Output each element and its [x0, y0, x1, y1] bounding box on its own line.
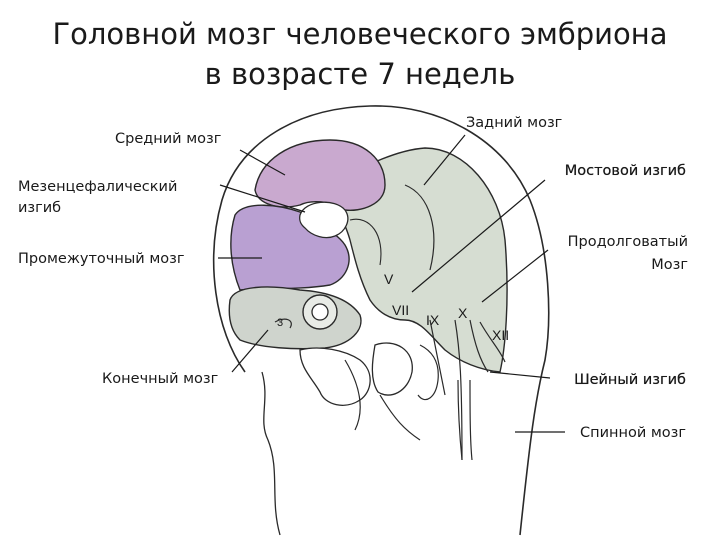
leader-telencephalon: [231, 329, 269, 373]
telencephalon-region: [228, 286, 362, 350]
label-diencephalon: Промежуточный мозг: [18, 251, 185, 267]
lower-contour: [344, 359, 421, 441]
label-pontine-flexure: Мостовой изгиб: [564, 163, 686, 179]
label-cervical-flexure: Шейный изгиб: [574, 372, 686, 388]
leader-midbrain: [239, 149, 286, 176]
title-line-2: в возрасте 7 недель: [204, 57, 516, 91]
nerve-fibers: [429, 319, 506, 461]
title-line-1: Головной мозг человеческого эмбриона: [52, 17, 668, 51]
leader-medulla: [481, 249, 549, 303]
leader-pontine-flexure: [411, 179, 546, 293]
hindbrain-fold-2: [349, 218, 382, 266]
nerve-vii-label: VII: [392, 302, 409, 318]
label-telencephalon: Конечный мозг: [102, 371, 219, 387]
leader-hindbrain: [423, 134, 466, 186]
pharyngeal-loop: [371, 342, 413, 396]
nerve-loop: [417, 344, 439, 401]
midbrain-region: [254, 139, 386, 212]
label-mesencephalic-flexure-line2: изгиб: [18, 200, 62, 216]
nerve-ix-label: IX: [426, 312, 440, 328]
ventricle: [299, 201, 349, 239]
nerve-v-label: V: [384, 271, 394, 287]
hindbrain-fold: [404, 184, 435, 271]
label-medulla-line1: Продолговатый: [567, 234, 688, 250]
spinal-cord: [457, 379, 473, 461]
eye-nerve-hook: [274, 318, 292, 329]
label-midbrain: Средний мозг: [115, 131, 222, 147]
head-outline: [212, 105, 550, 536]
label-mesencephalic-flexure-line1: Мезенцефалический: [18, 179, 178, 195]
eye-label: 3: [277, 317, 283, 329]
label-medulla-line2: Мозг: [651, 257, 688, 273]
label-hindbrain: Задний мозг: [466, 115, 563, 131]
label-spinal-cord: Спинной мозг: [579, 425, 686, 441]
leader-mesencephalic-flexure: [219, 184, 306, 213]
leader-cervical-flexure: [489, 371, 551, 379]
optic-cup-inner: [311, 303, 329, 321]
nerve-x-label: X: [458, 305, 468, 321]
diagram-title: Головной мозг человеческого эмбриона в в…: [0, 14, 720, 94]
neck-outline: [261, 371, 281, 536]
nerve-xii-label: XII: [492, 327, 509, 343]
